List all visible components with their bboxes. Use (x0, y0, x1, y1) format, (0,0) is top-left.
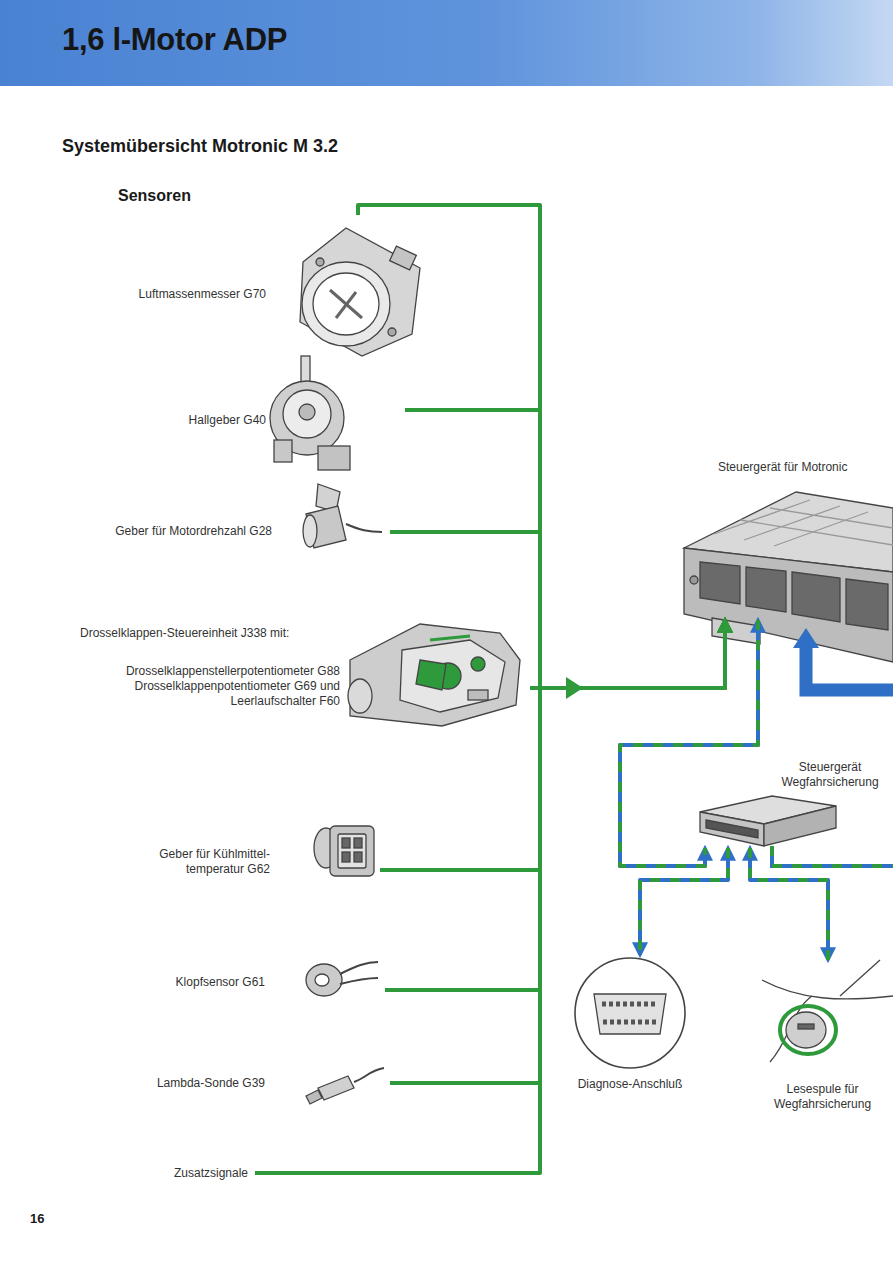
connector (530, 620, 725, 688)
node-text: Geber für Motordrehzahl G28 (60, 524, 272, 539)
node-text: Drosselklappen-Steuereinheit J338 mit: (80, 626, 350, 641)
connector-line (620, 620, 758, 866)
node-text: Hallgeber G40 (60, 413, 266, 428)
node-text: Zusatzsignale (60, 1166, 248, 1181)
connector (390, 532, 725, 688)
reading-coil: Lesespule für Wegfahrsicherung (755, 960, 892, 1115)
actuator-signal-arrow (806, 646, 893, 690)
connector (385, 620, 725, 990)
section-heading: Sensoren (118, 187, 191, 205)
node-text: Steuergerät für Motronic (718, 460, 883, 475)
connector-stripe (620, 620, 758, 866)
actuator-arrowhead (793, 628, 819, 648)
ecu-picture (684, 492, 893, 662)
sensor-unit: Drosselklappen-Steuereinheit J338 mit: Dr… (60, 615, 530, 730)
lambda-probe-picture (306, 1068, 384, 1104)
connector-line (358, 205, 725, 688)
node-text: Lambda-Sonde G39 (60, 1076, 265, 1091)
sensor: Luftmassenmesser G70 (60, 215, 420, 345)
diagnosis-socket-picture (575, 958, 685, 1068)
coolant-sensor-picture (314, 826, 374, 876)
node-text: Luftmassenmesser G70 (60, 287, 266, 302)
sensor: Lambda-Sonde G39 (60, 1062, 390, 1107)
header-band: 1,6 l-Motor ADP (0, 0, 893, 86)
connector-line (390, 532, 725, 688)
knock-sensor-picture (306, 962, 378, 996)
node-text: Drosselklappenstellerpotentiometer G88 D… (60, 664, 340, 709)
connector-line (530, 620, 725, 688)
connector (640, 848, 728, 955)
node-text: Lesespule für Wegfahrsicherung (755, 1082, 890, 1112)
node-text: Steuergerät Wegfahrsicherung (775, 760, 885, 790)
connector (620, 620, 758, 866)
throttle-unit-picture (348, 624, 520, 726)
hall-sender-picture (270, 356, 350, 470)
control-unit: Steuergerät für Motronic (680, 455, 885, 620)
connector (358, 205, 725, 688)
sensor: Hallgeber G40 (60, 352, 405, 477)
connector (750, 848, 828, 960)
connector-line (405, 410, 725, 688)
sensor: Geber für Motordrehzahl G28 (60, 485, 390, 555)
page-title: 1,6 l-Motor ADP (62, 22, 287, 58)
connector-line (750, 848, 828, 960)
immobilizer-unit-picture (700, 796, 836, 846)
immobilizer-wire-stripe (772, 846, 893, 866)
reading-coil-picture (762, 960, 893, 1062)
connector-stripe (750, 848, 828, 960)
signal-source: Zusatzsignale (60, 1163, 255, 1185)
connector (405, 410, 725, 688)
subtitle: Systemübersicht Motronic M 3.2 (62, 136, 338, 157)
diagnosis-socket: Diagnose-Anschluß (565, 955, 697, 1095)
immobilizer-wire (772, 846, 893, 866)
node-text: Klopfsensor G61 (60, 975, 265, 990)
connector-stripe (640, 848, 728, 955)
node-text: Diagnose-Anschluß (565, 1077, 695, 1092)
sensor: Geber für Kühlmittel- temperatur G62 (60, 815, 380, 885)
speed-sensor-picture (303, 484, 382, 548)
air-mass-meter-picture (300, 228, 420, 356)
connector-line (640, 848, 728, 955)
sensor: Klopfsensor G61 (60, 950, 385, 1010)
node-text: Geber für Kühlmittel- temperatur G62 (128, 847, 270, 877)
page-number: 16 (30, 1211, 44, 1226)
connector-line (385, 620, 725, 990)
control-unit: Steuergerät Wegfahrsicherung (690, 758, 887, 848)
